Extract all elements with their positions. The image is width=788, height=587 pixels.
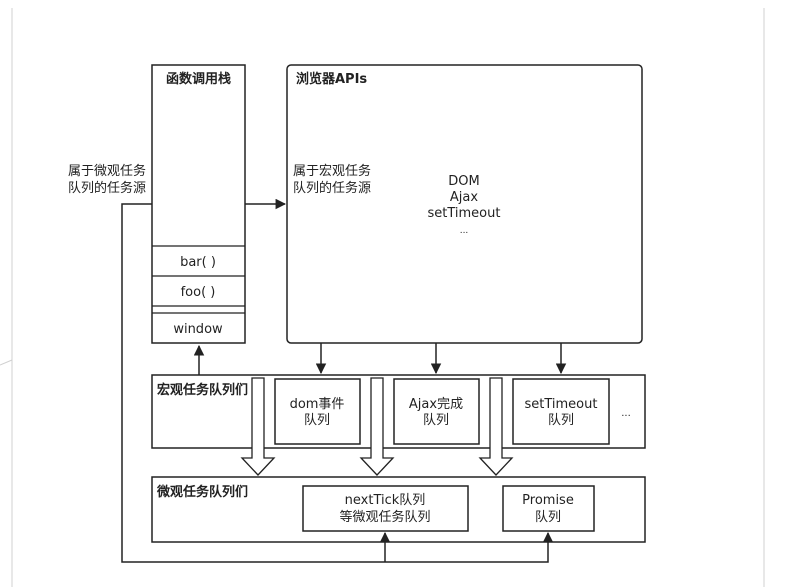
- micro-queue-nexttick-line1: nextTick队列: [345, 493, 426, 508]
- loop-line: [121, 203, 554, 563]
- macro-queue-settimeout-line2: 队列: [548, 413, 574, 428]
- macro-queue-ajax-line2: 队列: [423, 413, 449, 428]
- api-settimeout: setTimeout: [428, 206, 501, 221]
- browser-apis: 浏览器APIs 属于宏观任务 队列的任务源 DOM Ajax setTimeou…: [286, 64, 643, 344]
- micro-source-note-line2: 队列的任务源: [68, 180, 146, 196]
- call-stack-box: [151, 64, 246, 344]
- micro-queue-promise: [502, 485, 595, 532]
- macro-source-note-line1: 属于宏观任务: [293, 163, 371, 179]
- micro-source-note-line1: 属于微观任务: [68, 163, 146, 179]
- stack-frame-bar: bar( ): [180, 255, 216, 270]
- page-tick: [0, 359, 13, 366]
- micro-queue-nexttick-line2: 等微观任务队列: [339, 509, 430, 525]
- micro-queue-nexttick: [302, 485, 469, 532]
- block-arrow-3: [478, 377, 514, 476]
- api-dom: DOM: [448, 174, 479, 189]
- browser-apis-title: 浏览器APIs: [296, 71, 367, 87]
- macro-source-note-line2: 队列的任务源: [293, 180, 371, 196]
- stack-frame-window: window: [173, 322, 223, 337]
- micro-task-queues: 微观任务队列们 nextTick队列 等微观任务队列 Promise 队列: [151, 476, 646, 543]
- macro-queues-title: 宏观任务队列们: [157, 382, 248, 398]
- macro-queue-ajax-line1: Ajax完成: [409, 397, 463, 412]
- micro-queues-title: 微观任务队列们: [156, 484, 248, 500]
- macro-queue-dom-line1: dom事件: [290, 397, 345, 412]
- macro-queue-settimeout-line1: setTimeout: [525, 397, 598, 412]
- macro-queue-dom: [274, 378, 361, 445]
- stack-frame-foo: foo( ): [181, 285, 216, 300]
- micro-queue-promise-line2: 队列: [535, 510, 561, 525]
- call-stack-title: 函数调用栈: [166, 71, 231, 87]
- micro-queue-promise-line1: Promise: [522, 493, 574, 508]
- macro-task-queues: 宏观任务队列们 dom事件 队列 Ajax完成 队列 setTimeout 队列…: [151, 374, 646, 449]
- macro-queue-ajax: [393, 378, 480, 445]
- macro-queue-settimeout: [512, 378, 610, 445]
- block-arrow-2: [359, 377, 395, 476]
- browser-apis-box: [286, 64, 643, 344]
- api-ajax: Ajax: [450, 190, 478, 205]
- call-stack: 函数调用栈 bar( ) foo( ) window: [151, 64, 246, 344]
- macro-queue-dom-line2: 队列: [304, 413, 330, 428]
- macro-queue-more: ...: [621, 408, 631, 419]
- api-more: ...: [460, 226, 469, 236]
- block-arrow-1: [240, 377, 276, 476]
